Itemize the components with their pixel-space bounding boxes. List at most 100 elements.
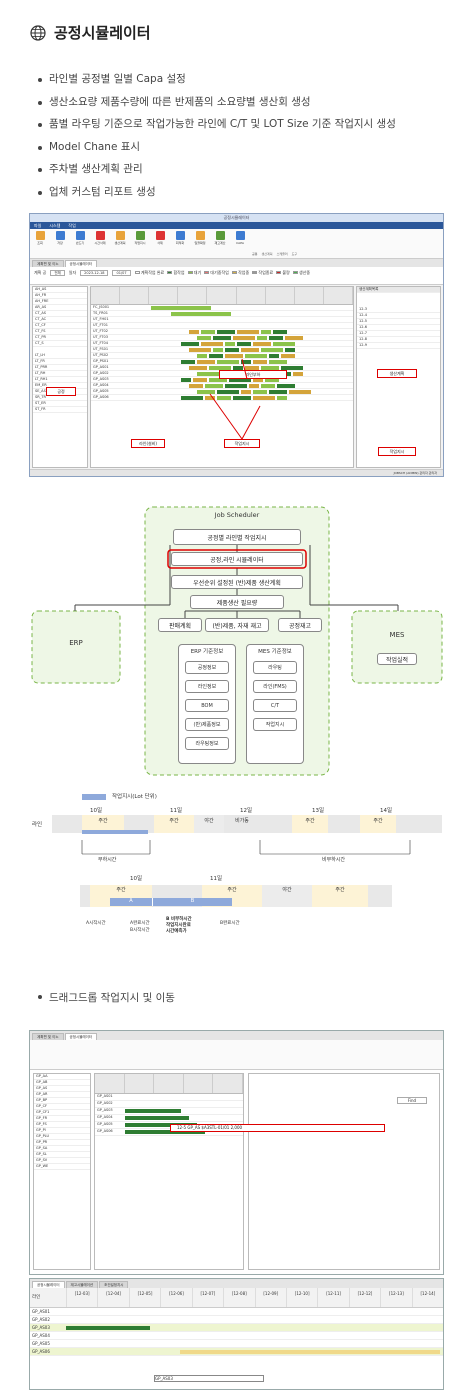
- gantt-row[interactable]: GP_AS05: [95, 1122, 243, 1129]
- gantt-row[interactable]: UT_FT01: [91, 323, 353, 329]
- gantt-row[interactable]: GP_AS03: [95, 1108, 243, 1115]
- gantt-bar[interactable]: [197, 390, 215, 394]
- gantt-bar[interactable]: [237, 330, 259, 334]
- tab-simulator[interactable]: 공정시뮬레이터: [64, 1033, 98, 1040]
- list-item[interactable]: GP_BP: [34, 1098, 90, 1104]
- gantt-row[interactable]: GP_AS01: [30, 1308, 443, 1316]
- list-item[interactable]: LT_RH: [33, 371, 87, 377]
- gantt-bar[interactable]: [265, 378, 279, 382]
- gantt-row[interactable]: GP_AS06: [95, 1129, 243, 1136]
- list-item[interactable]: GP_SL: [34, 1152, 90, 1158]
- gantt-bar[interactable]: [197, 360, 215, 364]
- gantt-bar[interactable]: [289, 390, 311, 394]
- gantt-row[interactable]: GP_AS04: [30, 1332, 443, 1340]
- gantt-bar[interactable]: [285, 348, 295, 352]
- gantt-bar[interactable]: [261, 366, 279, 370]
- gantt-bar[interactable]: [273, 342, 295, 346]
- list-item[interactable]: CT_AS: [33, 311, 87, 317]
- list-item[interactable]: AR_AS: [33, 305, 87, 311]
- list-item[interactable]: AH_AS: [33, 287, 87, 293]
- gantt-bar[interactable]: [245, 354, 267, 358]
- gantt-bar[interactable]: [253, 378, 263, 382]
- list-item[interactable]: GP_PR: [34, 1140, 90, 1146]
- gantt-bar[interactable]: [181, 342, 199, 346]
- ribbon-button[interactable]: 삭제: [152, 231, 168, 256]
- date-from-input[interactable]: 2023-12-18: [80, 269, 109, 276]
- list-item[interactable]: GP_SA: [34, 1146, 90, 1152]
- plan-item[interactable]: 12-5: [357, 319, 440, 325]
- ribbon-button[interactable]: 조회: [32, 231, 48, 256]
- list-item[interactable]: LT_LH: [33, 353, 87, 359]
- gantt-bar[interactable]: [189, 348, 211, 352]
- gantt-bar[interactable]: [233, 396, 251, 400]
- gantt-bar[interactable]: [201, 342, 223, 346]
- list-item[interactable]: CT_S: [33, 341, 87, 347]
- tab-simulator[interactable]: 공정시뮬레이터: [64, 260, 98, 267]
- gantt-row[interactable]: UT_FT04: [91, 341, 353, 347]
- gantt-row[interactable]: FC_JS001: [91, 305, 353, 311]
- list-item[interactable]: CT_FS: [33, 329, 87, 335]
- gantt-bar[interactable]: [125, 1123, 197, 1127]
- gantt-bar[interactable]: [205, 384, 223, 388]
- gantt-bar[interactable]: [253, 342, 271, 346]
- plan-item[interactable]: 12-6: [357, 325, 440, 331]
- gantt-bar[interactable]: [217, 360, 239, 364]
- gantt-bar[interactable]: [293, 372, 303, 376]
- gantt-bar[interactable]: [269, 360, 287, 364]
- gantt-bar[interactable]: [66, 1326, 150, 1330]
- gantt-bar[interactable]: [253, 360, 267, 364]
- gantt-bar[interactable]: [193, 378, 207, 382]
- gantt-bar[interactable]: [269, 390, 287, 394]
- ribbon-button[interactable]: 반드기: [72, 231, 88, 256]
- gantt-bar[interactable]: [253, 390, 267, 394]
- gantt-bar[interactable]: [189, 330, 199, 334]
- gantt-row[interactable]: UT_FT03: [91, 335, 353, 341]
- list-item[interactable]: AH_FRE: [33, 299, 87, 305]
- gantt-bar[interactable]: [281, 366, 303, 370]
- tab-plan[interactable]: 계획편 및 이노: [32, 1033, 64, 1040]
- list-item[interactable]: GP_PLU: [34, 1134, 90, 1140]
- list-item[interactable]: GP_FR: [34, 1116, 90, 1122]
- gantt-bar[interactable]: [213, 336, 231, 340]
- list-item[interactable]: CT_CF: [33, 323, 87, 329]
- list-item[interactable]: GP_CF: [34, 1104, 90, 1110]
- ribbon-button[interactable]: 일괄확정: [192, 231, 208, 256]
- gantt-row[interactable]: UT_FH01: [91, 317, 353, 323]
- gantt-row[interactable]: GP_AS01: [95, 1094, 243, 1101]
- list-item[interactable]: ST_ER: [33, 401, 87, 407]
- gantt-bar[interactable]: [225, 384, 247, 388]
- gantt-bar[interactable]: [205, 396, 215, 400]
- gantt-bar[interactable]: [285, 336, 303, 340]
- list-item[interactable]: GP_FS: [34, 1122, 90, 1128]
- gantt-bar[interactable]: [281, 354, 295, 358]
- ribbon-button[interactable]: 시간삭제: [92, 231, 108, 256]
- gantt-bar[interactable]: [261, 384, 275, 388]
- menu-item[interactable]: 시스템: [49, 222, 61, 228]
- gantt-bar[interactable]: [209, 354, 223, 358]
- tab[interactable]: 조건설정지시: [99, 1281, 129, 1288]
- gantt-bar[interactable]: [209, 366, 231, 370]
- gantt-bar[interactable]: [171, 312, 231, 316]
- plan-item[interactable]: 12-4: [357, 313, 440, 319]
- gantt-bar[interactable]: [241, 360, 251, 364]
- gantt-bar[interactable]: [225, 348, 239, 352]
- gantt-row[interactable]: GP_AS03: [91, 377, 353, 383]
- gantt-bar[interactable]: [229, 378, 251, 382]
- gantt-bar[interactable]: [225, 354, 243, 358]
- gantt-bar[interactable]: [217, 390, 239, 394]
- gantt-bar[interactable]: [209, 378, 227, 382]
- plant-select[interactable]: 전체: [50, 269, 65, 276]
- list-item[interactable]: GP_AB: [34, 1080, 90, 1086]
- gantt-bar[interactable]: [189, 384, 203, 388]
- gantt-bar[interactable]: [277, 384, 295, 388]
- gantt-bar[interactable]: [151, 306, 211, 310]
- gantt-bar[interactable]: [273, 330, 287, 334]
- gantt-bar[interactable]: [245, 366, 259, 370]
- gantt-bar[interactable]: [197, 354, 207, 358]
- tab-plan[interactable]: 계획편 및 이노: [32, 260, 64, 267]
- ribbon-button[interactable]: 작업지시: [132, 231, 148, 256]
- gantt-row[interactable]: GP_AS06: [30, 1348, 443, 1356]
- gantt-bar[interactable]: [233, 336, 255, 340]
- list-item[interactable]: LT_FR: [33, 359, 87, 365]
- gantt-row[interactable]: GP_AS05: [30, 1340, 443, 1348]
